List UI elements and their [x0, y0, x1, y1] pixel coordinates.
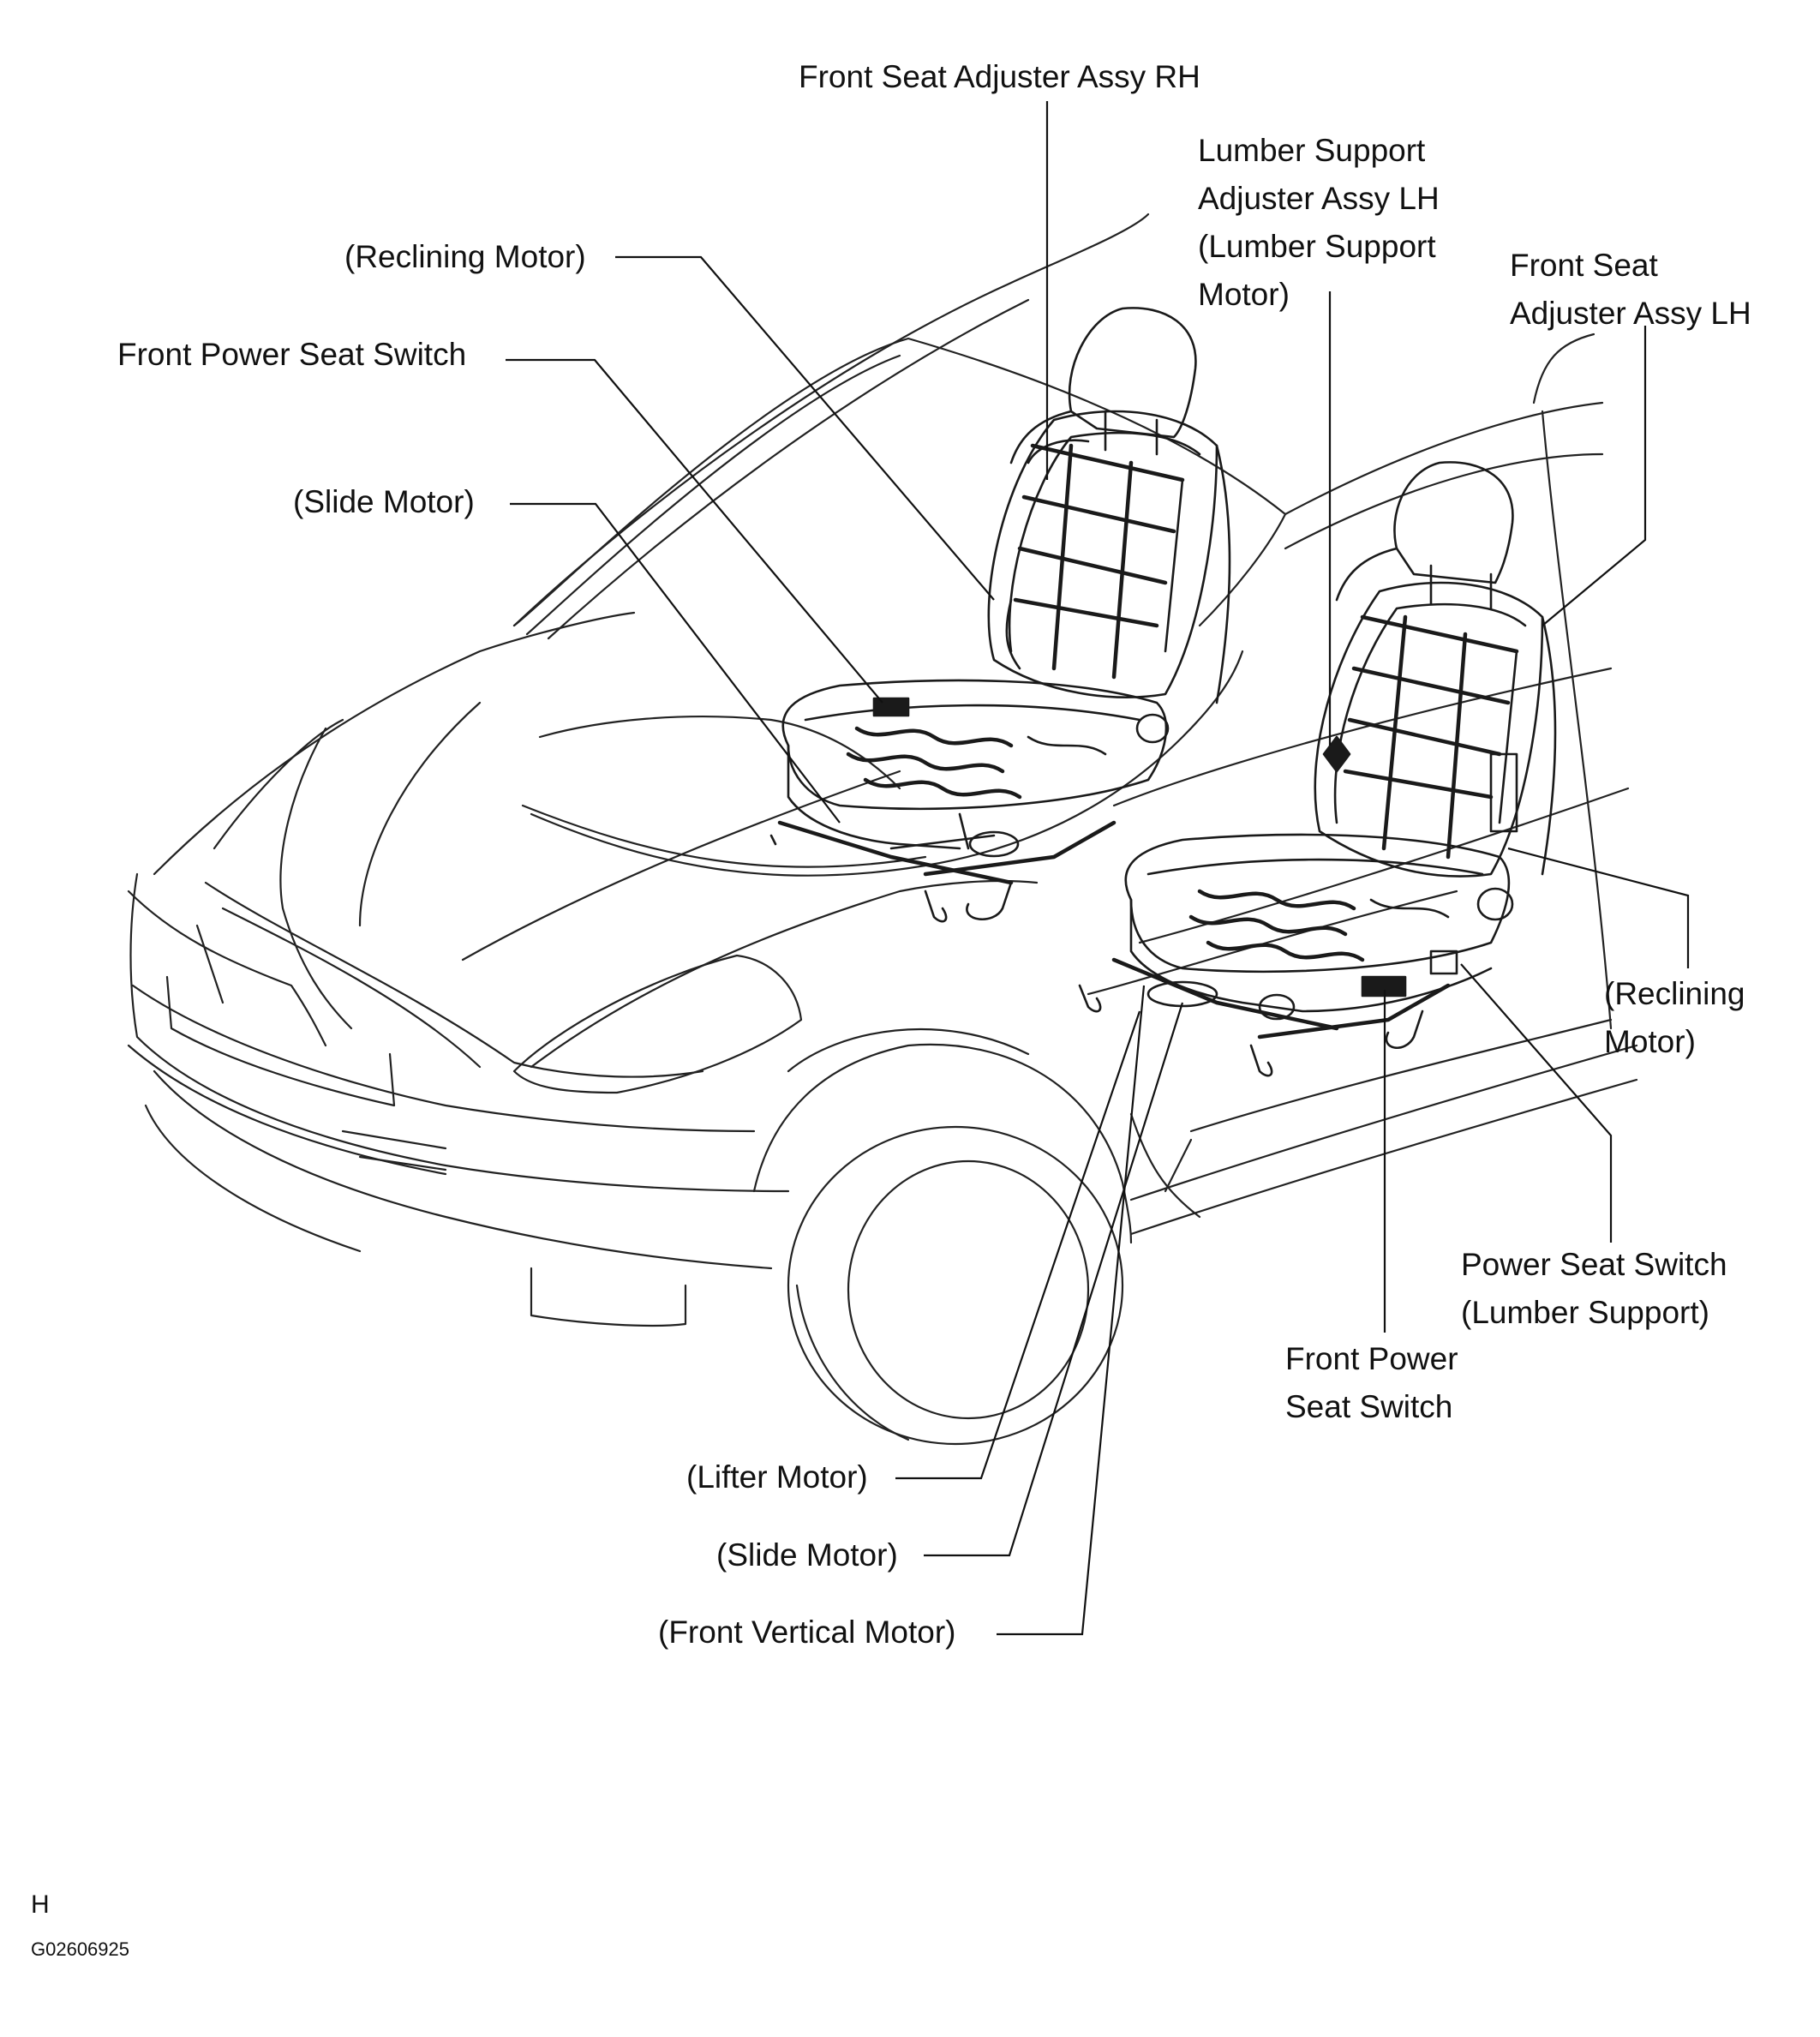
label-line: (Lumber Support: [1198, 229, 1436, 264]
label-line: Front Power: [1285, 1341, 1458, 1376]
label-line: Front Seat Adjuster Assy RH: [799, 59, 1200, 94]
label-line: (Front Vertical Motor): [658, 1615, 956, 1650]
label-reclining-motor-rh: (Reclining Motor): [344, 233, 586, 281]
seat-rh: [769, 307, 1231, 923]
label-line: Lumber Support: [1198, 133, 1426, 168]
label-reclining-motor-lh: (Reclining Motor): [1604, 970, 1745, 1066]
label-line: Motor): [1198, 277, 1290, 312]
label-front-seat-adjuster-lh: Front Seat Adjuster Assy LH: [1510, 242, 1751, 338]
label-line: Adjuster Assy LH: [1510, 296, 1751, 331]
label-front-power-seat-switch-rh: Front Power Seat Switch: [117, 331, 466, 379]
leader-lines: [506, 101, 1690, 1636]
label-line: (Reclining: [1604, 976, 1745, 1011]
figure-code: G02606925: [31, 1938, 129, 1960]
label-lumber-support-adjuster-lh: Lumber Support Adjuster Assy LH (Lumber …: [1198, 127, 1440, 319]
seat-lh: [1078, 461, 1557, 1077]
label-line: Motor): [1604, 1024, 1696, 1059]
label-front-power-seat-switch-lh: Front Power Seat Switch: [1285, 1335, 1458, 1431]
label-slide-motor-lh: (Slide Motor): [716, 1531, 898, 1579]
car-body-outline: [127, 213, 1638, 1446]
label-line: (Slide Motor): [293, 484, 475, 519]
label-power-seat-switch-lumber: Power Seat Switch (Lumber Support): [1461, 1241, 1727, 1337]
label-line: (Lifter Motor): [686, 1459, 868, 1495]
label-lifter-motor: (Lifter Motor): [686, 1453, 868, 1501]
label-line: Front Power Seat Switch: [117, 337, 467, 372]
label-front-seat-adjuster-rh: Front Seat Adjuster Assy RH: [799, 53, 1200, 101]
label-line: (Slide Motor): [716, 1537, 898, 1573]
footer-letter: H: [31, 1890, 50, 1919]
label-line: Front Seat: [1510, 248, 1658, 283]
label-line: Adjuster Assy LH: [1198, 181, 1440, 216]
label-front-vertical-motor: (Front Vertical Motor): [658, 1609, 955, 1657]
label-slide-motor-rh: (Slide Motor): [293, 478, 475, 526]
label-line: (Reclining Motor): [344, 239, 586, 274]
label-line: Power Seat Switch: [1461, 1247, 1727, 1282]
label-line: (Lumber Support): [1461, 1295, 1709, 1330]
label-line: Seat Switch: [1285, 1389, 1453, 1424]
